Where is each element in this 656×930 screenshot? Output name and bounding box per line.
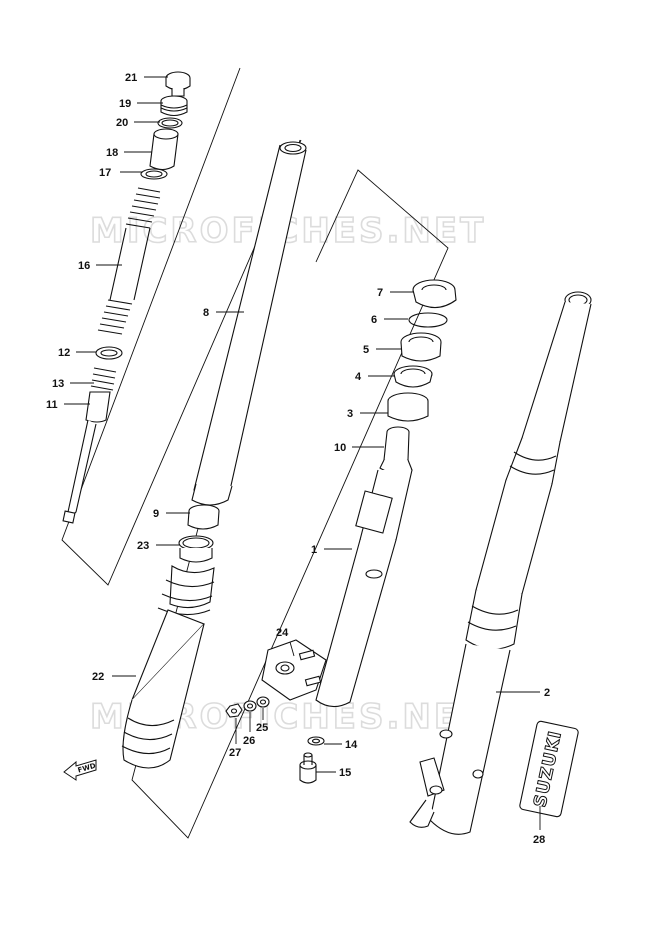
- callout-10[interactable]: 10: [334, 442, 346, 454]
- callout-9[interactable]: 9: [153, 508, 159, 520]
- callout-22[interactable]: 22: [92, 671, 104, 683]
- part-25-washer[interactable]: [256, 696, 270, 708]
- part-26-spring-washer[interactable]: [243, 700, 257, 712]
- callout-20[interactable]: 20: [116, 117, 128, 129]
- callout-19[interactable]: 19: [119, 98, 131, 110]
- callout-13[interactable]: 13: [52, 378, 64, 390]
- part-27-nut[interactable]: [225, 703, 243, 718]
- callout-labels: 21 19 20 18 17 16 12 13 11 8 9 23 22 7 6…: [46, 72, 550, 846]
- part-11-damper-rod[interactable]: [62, 391, 111, 524]
- callout-12[interactable]: 12: [58, 347, 70, 359]
- part-9-bushing[interactable]: [187, 504, 220, 530]
- part-20-washer[interactable]: [157, 117, 183, 129]
- callout-3[interactable]: 3: [347, 408, 353, 420]
- part-19-spacer[interactable]: [160, 95, 188, 117]
- callout-7[interactable]: 7: [377, 287, 383, 299]
- part-1-damper-cylinder[interactable]: [315, 469, 413, 708]
- frame-spring-group: [61, 67, 302, 586]
- part-12-ring[interactable]: [95, 346, 123, 360]
- callout-8[interactable]: 8: [203, 307, 209, 319]
- part-2-front-fork-assembly[interactable]: [409, 291, 592, 835]
- part-24-axle-holder[interactable]: [261, 639, 327, 701]
- part-10-oil-lock-piece[interactable]: [379, 426, 413, 475]
- part-17-spring-seat[interactable]: [140, 168, 168, 180]
- callout-6[interactable]: 6: [371, 314, 377, 326]
- callout-2[interactable]: 2: [544, 687, 550, 699]
- callout-26[interactable]: 26: [243, 735, 255, 747]
- forward-arrow-icon: FWD: [63, 759, 97, 781]
- part-8-inner-tube[interactable]: [191, 141, 307, 506]
- callout-5[interactable]: 5: [363, 344, 369, 356]
- callout-18[interactable]: 18: [106, 147, 118, 159]
- callout-27[interactable]: 27: [229, 747, 241, 759]
- callout-14[interactable]: 14: [345, 739, 358, 751]
- part-22-fork-boot[interactable]: [121, 565, 215, 769]
- part-5-seal-spacer[interactable]: [400, 332, 442, 362]
- part-7-oil-seal[interactable]: [412, 279, 457, 309]
- callout-11[interactable]: 11: [46, 399, 58, 411]
- part-13-rebound-spring[interactable]: [90, 367, 117, 391]
- callout-16[interactable]: 16: [78, 260, 90, 272]
- callout-17[interactable]: 17: [99, 167, 111, 179]
- part-18-collar[interactable]: [149, 128, 179, 171]
- callout-23[interactable]: 23: [137, 540, 149, 552]
- part-21-cap-bolt[interactable]: [165, 71, 191, 97]
- part-23-clamp-ring[interactable]: [178, 535, 214, 563]
- leader-24: [289, 641, 295, 657]
- callout-4[interactable]: 4: [355, 371, 362, 383]
- callout-1[interactable]: 1: [311, 544, 317, 556]
- callout-25[interactable]: 25: [256, 722, 268, 734]
- leader-lines: [64, 76, 541, 830]
- callout-24[interactable]: 24: [276, 627, 289, 639]
- callout-15[interactable]: 15: [339, 767, 351, 779]
- part-16-fork-spring[interactable]: [97, 187, 161, 335]
- part-15-bolt[interactable]: [299, 752, 317, 784]
- part-14-gasket[interactable]: [307, 736, 325, 746]
- part-4-washer[interactable]: [393, 365, 433, 388]
- part-3-guide-bushing[interactable]: [387, 392, 429, 422]
- part-6-retaining-ring[interactable]: [408, 312, 448, 328]
- callout-21[interactable]: 21: [125, 72, 137, 84]
- part-28-decal[interactable]: SUZUKI: [519, 720, 579, 818]
- callout-28[interactable]: 28: [533, 834, 545, 846]
